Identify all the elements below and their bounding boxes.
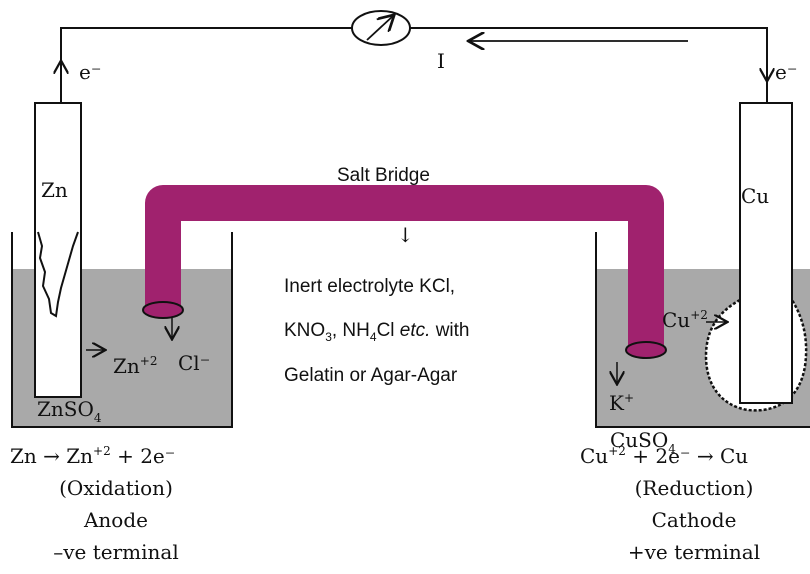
current-label: I — [437, 49, 445, 73]
cu-electrode — [739, 102, 793, 404]
k-ion-label: K+ — [609, 391, 634, 415]
cuso4-label: CuSO4 — [610, 428, 676, 456]
anode-process: (Oxidation) — [59, 476, 173, 500]
salt-bridge-left-opening — [142, 301, 184, 319]
znso4-label: ZnSO4 — [37, 397, 102, 425]
cu-ion-label: Cu+2 — [662, 308, 708, 332]
left-beaker — [11, 232, 233, 428]
anode-name: Anode — [83, 508, 148, 532]
right-beaker — [595, 232, 810, 428]
salt-bridge-title: Salt Bridge — [337, 165, 430, 186]
electron-label-right: e⁻ — [775, 60, 797, 84]
cathode-name: Cathode — [652, 508, 737, 532]
salt-bridge-arrow: ↓ — [397, 223, 414, 247]
galvanometer — [351, 10, 411, 46]
salt-bridge-desc-line1: Inert electrolyte KCl, — [284, 276, 455, 297]
cu-electrode-label: Cu — [741, 184, 769, 208]
zn-electrode-label: Zn — [41, 178, 68, 202]
anode-reaction: Zn → Zn+2 + 2e⁻ — [10, 444, 175, 468]
salt-bridge-right-opening — [625, 341, 667, 359]
zn-ion-label: Zn+2 — [113, 354, 157, 378]
zn-corrosion — [37, 231, 79, 318]
salt-bridge — [145, 185, 664, 348]
anode-terminal: –ve terminal — [53, 540, 179, 564]
salt-bridge-desc-line3: Gelatin or Agar-Agar — [284, 365, 458, 386]
cl-ion-label: Cl⁻ — [178, 351, 210, 375]
cathode-terminal: +ve terminal — [628, 540, 760, 564]
zn-electrode — [34, 102, 82, 398]
cathode-process: (Reduction) — [635, 476, 754, 500]
electron-label-left: e⁻ — [79, 60, 101, 84]
salt-bridge-desc-line2: KNO3, NH4Cl etc. with — [284, 320, 470, 344]
external-circuit-wire — [60, 27, 768, 103]
cathode-reaction: Cu+2 + 2e⁻ → Cu — [580, 444, 748, 468]
